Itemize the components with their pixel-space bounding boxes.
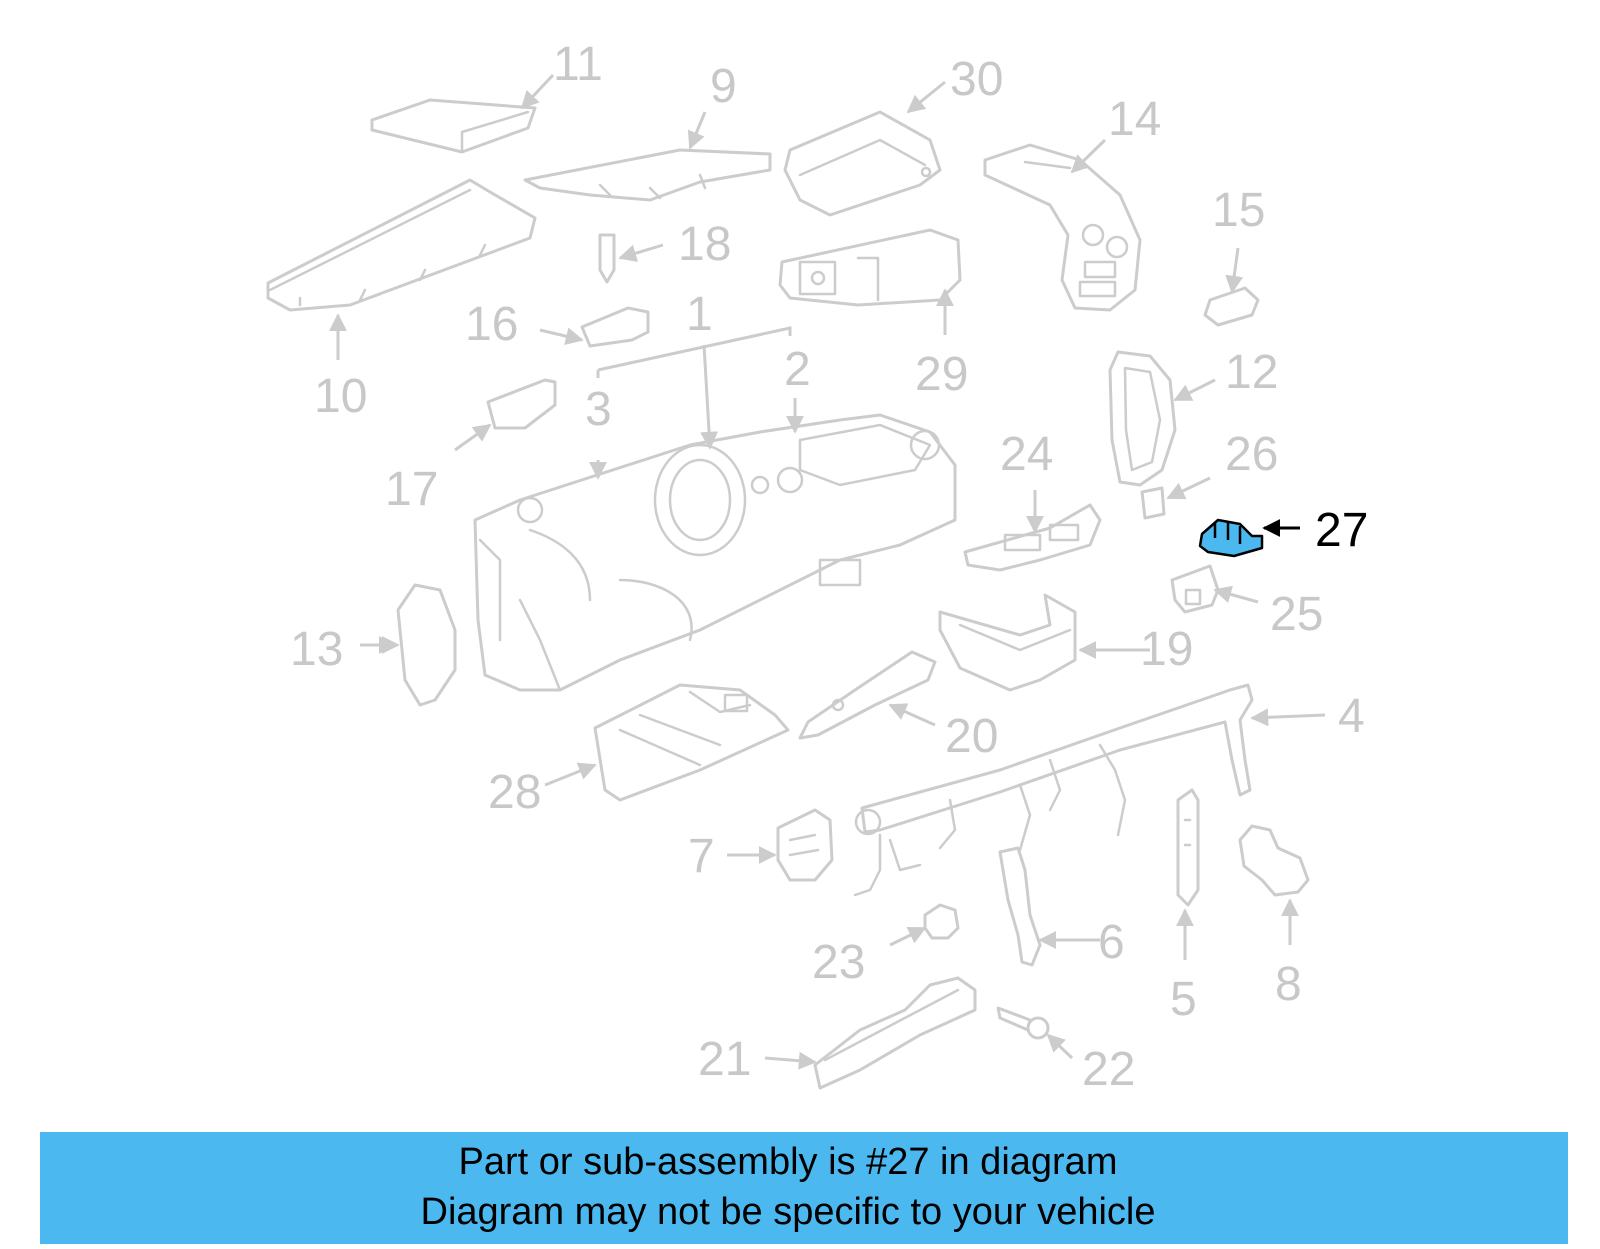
callout-10: 10 [314,370,367,423]
part-1-instrument-panel [473,413,957,692]
part-24-console-panel [963,503,1102,572]
callout-23: 23 [812,936,865,989]
part-8-bracket [1238,824,1310,897]
callout-17: 17 [385,463,438,516]
callout-11: 11 [553,38,603,91]
callout-1: 1 [686,288,713,341]
part-18-pin [598,233,616,284]
part-4-support-beam [853,683,1254,897]
part-5-brace [1176,788,1200,907]
part-20-trim-strip [798,650,937,740]
part-7-bracket [776,808,834,882]
part-26-clip [1140,486,1166,520]
callout-27: 27 [1315,504,1368,557]
callout-7: 7 [688,830,715,883]
callout-30: 30 [950,53,1003,106]
part-13-side-cover [396,583,457,707]
caption-disclaimer: Diagram may not be specific to your vehi… [420,1191,1156,1233]
callout-19: 19 [1140,623,1193,676]
part-21-lower-cover [813,976,977,1090]
part-30-glovebox-door [783,110,942,217]
callout-25: 25 [1270,588,1323,641]
callout-9: 9 [710,60,737,113]
part-10-long-panel [266,178,537,312]
caption-banner: Part or sub-assembly is #27 in diagram D… [40,1132,1568,1244]
leader-lines [329,73,1326,1070]
callout-3: 3 [585,383,612,436]
part-25-bracket [1170,564,1220,614]
part-11-top-cover [370,98,537,154]
callout-labels: 1 2 3 4 5 6 7 8 9 10 11 12 13 14 15 16 1… [290,38,1368,1096]
callout-15: 15 [1212,184,1265,237]
part-9-upper-trim [523,148,772,202]
part-27-highlighted [1198,518,1264,558]
part-29-glovebox [778,228,962,307]
part-15-cap [1203,286,1260,327]
callout-8: 8 [1275,958,1302,1011]
callout-21: 21 [698,1033,751,1086]
part-14-center-bezel [983,143,1142,312]
callout-14: 14 [1108,93,1161,146]
part-23-clip [923,903,960,940]
callout-16: 16 [465,298,518,351]
part-19-tray [938,593,1077,692]
part-12-vent-frame [1108,350,1177,487]
callout-4: 4 [1338,690,1365,743]
part-16-bracket [580,306,650,348]
callout-5: 5 [1170,973,1197,1026]
callout-12: 12 [1225,346,1278,399]
caption-part-number: Part or sub-assembly is #27 in diagram [458,1141,1118,1183]
parts-diagram: 1 2 3 4 5 6 7 8 9 10 11 12 13 14 15 16 1… [266,38,1368,1096]
callout-22: 22 [1082,1043,1135,1096]
callout-29: 29 [915,348,968,401]
part-28-lower-panel [593,683,790,802]
callout-13: 13 [290,623,343,676]
part-17-end-cap [486,378,557,430]
part-6-brace [998,846,1042,967]
callout-28: 28 [488,766,541,819]
callout-6: 6 [1098,916,1125,969]
callout-20: 20 [945,710,998,763]
callout-2: 2 [784,343,811,396]
part-22-screw [996,1006,1050,1040]
callout-26: 26 [1225,428,1278,481]
callout-18: 18 [678,218,731,271]
callout-24: 24 [1000,428,1053,481]
